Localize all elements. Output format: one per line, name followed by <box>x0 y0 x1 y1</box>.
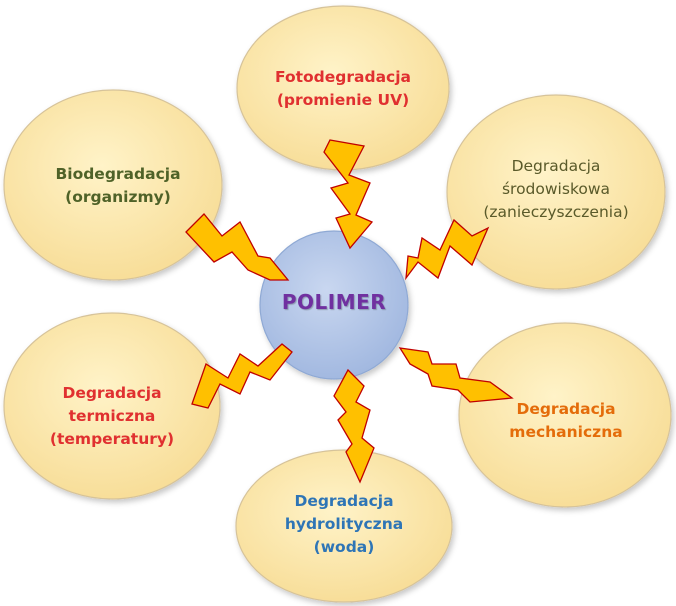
label-line: Degradacja <box>294 492 394 510</box>
center-label: POLIMER <box>281 290 387 314</box>
label-line: (woda) <box>313 538 375 556</box>
lightning-bolt-icon <box>405 218 490 281</box>
label-line: Degradacja <box>516 400 616 418</box>
lightning-bolt-icon <box>323 139 374 250</box>
label-line: (zanieczyszczenia) <box>483 203 629 221</box>
label-line: Degradacja <box>62 384 162 402</box>
bubble-srodowiskowa <box>446 94 666 290</box>
bubble-hydrolityczna <box>235 449 453 603</box>
bubble-mechaniczna <box>458 322 672 508</box>
lightning-bolt-icon <box>191 343 293 409</box>
label-mechaniczna: Degradacja mechaniczna <box>476 398 656 444</box>
bubble-biodegradacja <box>3 89 223 281</box>
label-line: (organizmy) <box>65 188 171 206</box>
label-line: mechaniczna <box>509 423 623 441</box>
label-termiczna: Degradacja termiczna (temperatury) <box>32 382 192 451</box>
label-biodegradacja: Biodegradacja (organizmy) <box>43 163 193 209</box>
label-line: termiczna <box>68 407 156 425</box>
label-srodowiskowa: Degradacja środowiskowa (zanieczyszczeni… <box>466 155 646 224</box>
label-hydrolityczna: Degradacja hydrolityczna (woda) <box>254 490 434 559</box>
bubble-termiczna <box>3 312 221 500</box>
label-line: (temperatury) <box>49 430 175 448</box>
label-line: hydrolityczna <box>284 515 404 533</box>
label-line: Fotodegradacja <box>275 68 411 86</box>
lightning-bolt-icon <box>185 213 290 281</box>
label-line: Degradacja <box>511 157 601 175</box>
center-circle-polimer <box>259 230 409 380</box>
label-line: środowiskowa <box>501 180 611 198</box>
label-fotodegradacja: Fotodegradacja (promienie UV) <box>243 66 443 112</box>
label-line: (promienie UV) <box>276 91 410 109</box>
lightning-bolt-icon <box>398 347 514 403</box>
label-line: Biodegradacja <box>55 165 181 183</box>
lightning-bolt-icon <box>333 368 375 484</box>
